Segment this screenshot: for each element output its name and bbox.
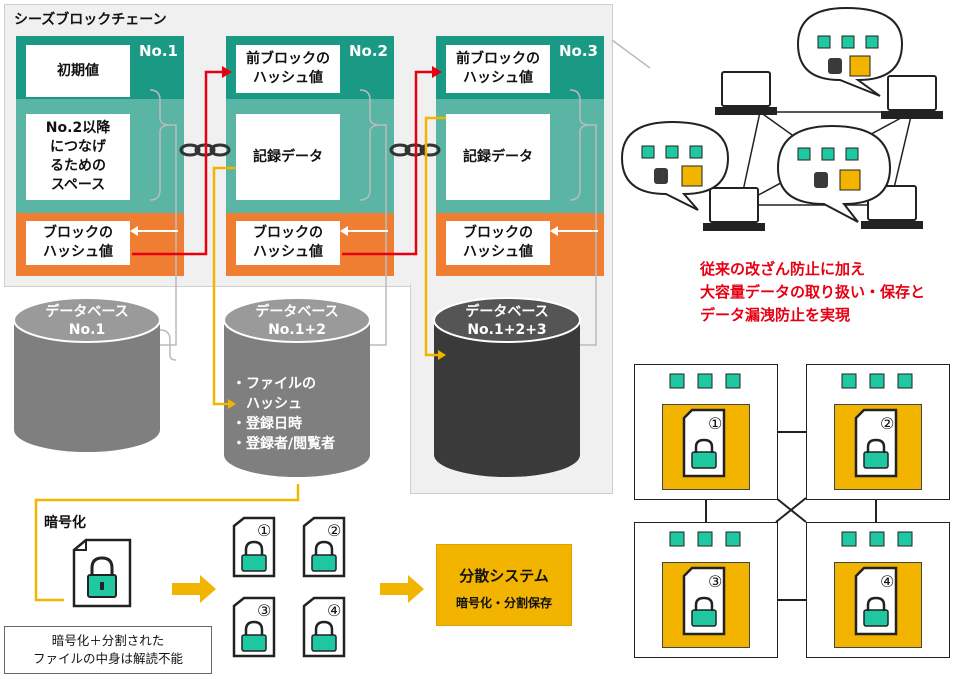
space-box: No.2以降 につなげ るための スペース [26,114,130,200]
chain-link-icon [179,143,441,157]
database-cylinder-3 [433,297,581,477]
block-3: No.3 前ブロックの ハッシュ値 記録データ ブロックの ハッシュ値 [436,36,604,276]
initial-value-box: 初期値 [26,45,130,97]
storage-piece-label: ① [708,414,723,433]
prev-hash-box: 前ブロックの ハッシュ値 [446,45,550,93]
database-item: ・ファイルの [232,376,316,392]
encryption-note: 暗号化＋分割された ファイルの中身は解読不能 [4,626,212,674]
headline: 従来の改ざん防止に加え 大容量データの取り扱い・保存と データ漏洩防止を実現 [700,260,926,324]
split-file-4 [302,596,346,658]
computer-icon [703,71,943,231]
record-data-box: 記録データ [446,114,550,200]
brace-group [149,89,597,361]
database-item: ハッシュ [232,396,302,412]
piece-label: ④ [327,601,342,620]
storage-piece-label: ③ [708,572,723,591]
block-hash-box: ブロックの ハッシュ値 [26,221,130,265]
split-file-2 [302,516,346,578]
storage-piece-label: ② [880,414,895,433]
database-item: ・登録者/閲覧者 [232,436,336,452]
block-hash-box: ブロックの ハッシュ値 [446,221,550,265]
record-data-box: 記録データ [236,114,340,200]
distributed-system-box: 分散システム 暗号化・分割保存 [436,544,572,626]
piece-label: ③ [257,601,272,620]
storage-piece-label: ④ [880,572,895,591]
database-item: ・登録日時 [232,416,302,432]
blockchain-title: シーズブロックチェーン [14,12,167,28]
database-label-1: データベース No.1 [45,304,129,338]
database-cylinder-2 [223,297,371,477]
block-number: No.3 [559,42,598,60]
database-items: ・ファイルの ハッシュ ・登録日時 ・登録者/閲覧者 [232,374,335,454]
block-number: No.1 [139,42,178,60]
storage-grid-icons [669,373,913,636]
block-number: No.2 [349,42,388,60]
prev-hash-box: 前ブロックの ハッシュ値 [236,45,340,93]
block-2: No.2 前ブロックの ハッシュ値 記録データ ブロックの ハッシュ値 [226,36,394,276]
piece-label: ① [257,521,272,540]
split-file-1 [232,516,276,578]
database-label-3: データベース No.1+2+3 [465,304,549,338]
encrypted-file-icon [72,538,132,608]
database-cylinder-1 [13,297,161,452]
split-file-icons [232,516,346,658]
database-label-2: データベース No.1+2 [255,304,339,338]
network-illustration [620,6,943,231]
block-1: No.1 初期値 No.2以降 につなげ るための スペース ブロックの ハッシ… [16,36,184,276]
split-file-3 [232,596,276,658]
block-hash-box: ブロックの ハッシュ値 [236,221,340,265]
encryption-label: 暗号化 [44,515,86,531]
distributed-subtitle: 暗号化・分割保存 [455,596,552,610]
distributed-title: 分散システム [459,567,549,585]
piece-label: ② [327,521,342,540]
